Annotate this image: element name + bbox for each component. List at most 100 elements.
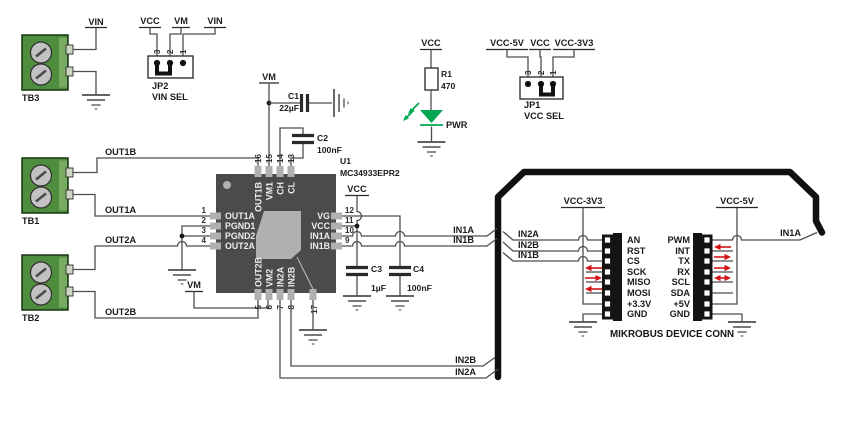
pin-label-3v3: +3.3V xyxy=(627,299,652,309)
c2-ref: C2 xyxy=(317,133,328,143)
jp1-pin2-number: 2 xyxy=(537,70,546,75)
wire-vcc-vertical xyxy=(356,195,363,266)
jp1-func: VCC SEL xyxy=(524,111,564,121)
u1-pin-name: IN1A xyxy=(310,231,331,241)
u1-pin-name: IN2B xyxy=(287,267,297,287)
miso-direction-arrow-icon xyxy=(584,274,603,282)
ground-icon xyxy=(385,295,415,311)
wire-tb3-vin xyxy=(73,28,97,51)
pin-label-sda: SDA xyxy=(671,288,691,298)
u1-pin-number: 15 xyxy=(265,154,274,163)
wire-cl-loop xyxy=(290,144,304,166)
vm-c1-branch: VM C1 22µF xyxy=(259,72,349,166)
wire-gnd-right xyxy=(712,313,743,322)
vcc3v3-rail: VCC-3V3 xyxy=(561,196,605,305)
tb2-label: TB2 xyxy=(22,313,39,323)
terminal-block-tb2: TB2 OUT2A OUT2B xyxy=(22,235,259,323)
jp2-pin2-number: 2 xyxy=(166,49,175,54)
u1-pin-number: 5 xyxy=(254,304,263,309)
u1-pin-number: 17 xyxy=(310,304,319,313)
vm-top-label: VM xyxy=(262,72,276,82)
jp1-shunt xyxy=(539,84,555,97)
ground-icon xyxy=(416,141,447,157)
c1-value: 22µF xyxy=(279,103,299,113)
wire-tb3-gnd xyxy=(73,70,97,95)
mikrobus-caption: MIKROBUS DEVICE CONN xyxy=(610,329,734,340)
c4-value: 100nF xyxy=(407,283,432,293)
pin-label-miso: MISO xyxy=(627,277,650,287)
in1a-net-label: IN1A xyxy=(453,225,474,235)
in1b-right-label: IN1B xyxy=(518,250,539,260)
u1-pin-number: 13 xyxy=(287,154,296,163)
u1-part-number: MC34933EPR2 xyxy=(340,168,400,178)
vm2-branch: VM xyxy=(185,280,269,309)
jp2-shunt xyxy=(155,63,172,76)
mikrobus-left-header: AN RST CS SCK MISO MOSI +3.3V GND xyxy=(568,233,652,337)
in2b-right-label: IN2B xyxy=(518,240,539,250)
u1-pin-number: 1 xyxy=(202,206,207,215)
r1-ref: R1 xyxy=(441,69,452,79)
jp2-func: VIN SEL xyxy=(152,92,188,102)
u1-pin-number: 7 xyxy=(276,304,285,309)
terminal-block-tb3: TB3 VIN xyxy=(22,17,111,110)
u1-pin-name: CH xyxy=(276,182,286,195)
u1-pin-name: VM2 xyxy=(265,269,275,287)
c2-branch: C2 100nF xyxy=(279,127,342,166)
wire-out1b xyxy=(73,157,259,174)
tx-direction-arrow-icon xyxy=(713,253,732,261)
jumper-jp1: VCC-5V VCC VCC-3V3 3 2 1 JP1 VCC SEL xyxy=(486,38,595,121)
u1-pin-name: OUT2B xyxy=(254,257,264,287)
pin-label-mosi: MOSI xyxy=(627,288,650,298)
u1-pin-number: 3 xyxy=(202,226,207,235)
jp2-vcc-label: VCC xyxy=(140,16,160,26)
wire-in1b-cs xyxy=(502,252,602,262)
ground-icon xyxy=(333,88,349,118)
in2b-net-label: IN2B xyxy=(455,355,476,365)
pin-label-scl: SCL xyxy=(672,277,691,287)
tb1-label: TB1 xyxy=(22,216,39,226)
u1-pin-name: OUT1A xyxy=(225,211,255,221)
wire-5v xyxy=(712,207,738,305)
jp1-pin3-number: 3 xyxy=(524,70,533,75)
pgnd-branch xyxy=(167,225,210,285)
mosi-direction-arrow-icon xyxy=(584,285,603,293)
wire-in2b-rst xyxy=(502,241,602,252)
u1-pin1-dot xyxy=(223,181,231,189)
wire-in1a xyxy=(342,227,498,237)
u1-pin-stubs xyxy=(210,166,342,300)
u1-pin-number: 9 xyxy=(345,236,350,245)
pwr-led-icon xyxy=(403,102,443,126)
int-direction-arrow-icon xyxy=(713,243,732,251)
pin-label-rst: RST xyxy=(627,246,646,256)
wire-vg xyxy=(342,215,401,266)
left-header-bar xyxy=(613,233,622,321)
wire-in2a-bottom xyxy=(279,300,499,379)
wire-out2b xyxy=(73,290,259,319)
u1-pin-number: 12 xyxy=(345,206,354,215)
u1-pin-name: VG xyxy=(317,211,330,221)
jumper-jp2: VCC VM VIN 3 2 1 JP2 VIN SEL xyxy=(139,16,226,102)
pin-label-tx: TX xyxy=(678,256,691,266)
ground-icon xyxy=(298,329,328,345)
wire-pwm-in1a xyxy=(712,231,818,241)
pin-label-gnd-right: GND xyxy=(670,309,691,319)
in1b-net-label: IN1B xyxy=(453,235,474,245)
jp1-vcc-label: VCC xyxy=(530,38,550,48)
pin-label-pwm: PWM xyxy=(668,235,691,245)
u1-pin-number: 10 xyxy=(345,226,354,235)
jp1-3v3-label: VCC-3V3 xyxy=(555,38,594,48)
c3-value: 1µF xyxy=(371,283,386,293)
pin-label-rx: RX xyxy=(677,267,691,277)
pin-label-sck: SCK xyxy=(627,267,647,277)
sck-direction-arrow-icon xyxy=(584,264,603,272)
out2a-net-label: OUT2A xyxy=(105,235,137,245)
pin-label-gnd-left: GND xyxy=(627,309,648,319)
u1-pin-number: 6 xyxy=(265,304,274,309)
wire-gnd-left xyxy=(582,313,602,322)
pwr-led-branch: VCC R1 470 PWR xyxy=(403,38,468,157)
c1-ref: C1 xyxy=(288,91,299,101)
in2a-right-label: IN2A xyxy=(518,229,539,239)
u1-ref: U1 xyxy=(340,156,351,166)
vcc-decoupling: VCC C3 1µF C4 100nF xyxy=(342,184,432,311)
